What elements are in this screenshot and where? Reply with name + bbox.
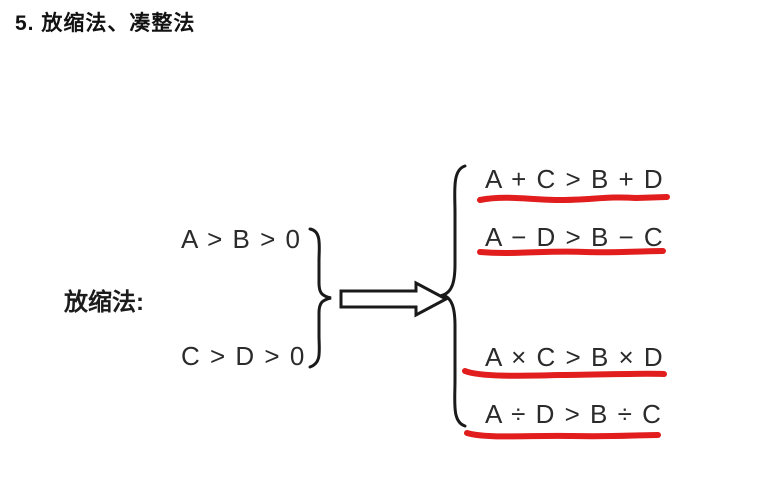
- arrow-right-icon: [338, 280, 450, 318]
- red-underline: [476, 244, 668, 260]
- conclusion-product: A × C > B × D: [485, 342, 665, 372]
- red-underline: [476, 191, 672, 207]
- right-curly-brace-icon: [303, 225, 337, 371]
- conclusion-difference: A − D > B − C: [485, 222, 665, 252]
- page-title: 5. 放缩法、凑整法: [15, 12, 196, 35]
- conclusion-sum: A + C > B + D: [485, 164, 665, 194]
- premise-a-gt-b: A > B > 0: [181, 224, 302, 254]
- method-label: 放缩法:: [64, 289, 144, 316]
- left-curly-brace-icon: [438, 162, 472, 430]
- red-underline: [462, 426, 664, 444]
- conclusion-quotient: A ÷ D > B ÷ C: [485, 399, 663, 429]
- red-underline: [460, 365, 670, 383]
- premise-c-gt-d: C > D > 0: [181, 341, 306, 371]
